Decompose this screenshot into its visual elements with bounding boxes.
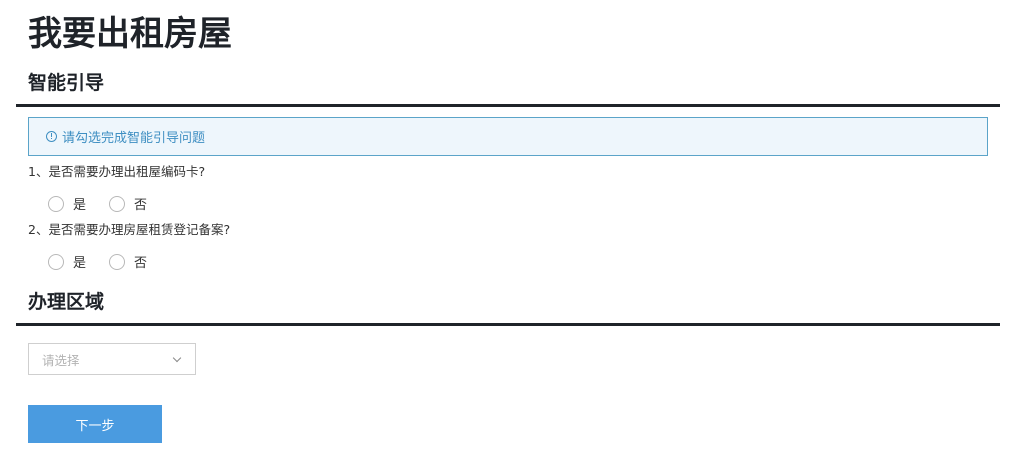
- radio-button[interactable]: [109, 253, 126, 270]
- radio-option-yes[interactable]: 是: [48, 252, 86, 271]
- region-select[interactable]: 请选择: [28, 343, 196, 375]
- radio-option-yes[interactable]: 是: [48, 194, 86, 213]
- radio-group-question-2: 是 否: [48, 252, 170, 271]
- section-title-region: 办理区域: [28, 291, 105, 313]
- info-alert: 请勾选完成智能引导问题: [28, 117, 988, 156]
- question-1: 1、是否需要办理出租屋编码卡?: [28, 164, 206, 179]
- radio-label: 否: [134, 256, 148, 271]
- radio-option-no[interactable]: 否: [109, 252, 147, 271]
- radio-option-no[interactable]: 否: [109, 194, 147, 213]
- next-step-button[interactable]: 下一步: [28, 405, 162, 443]
- info-circle-icon: [46, 131, 57, 142]
- section-divider: [16, 104, 1000, 107]
- radio-button[interactable]: [48, 253, 64, 270]
- chevron-down-icon: [172, 353, 182, 362]
- radio-label: 是: [73, 198, 87, 213]
- page-title: 我要出租房屋: [28, 14, 232, 54]
- section-title-guide: 智能引导: [28, 72, 105, 94]
- info-alert-text: 请勾选完成智能引导问题: [62, 131, 206, 146]
- radio-button[interactable]: [48, 195, 64, 212]
- region-select-placeholder: 请选择: [42, 352, 80, 368]
- radio-button[interactable]: [109, 195, 126, 212]
- section-divider: [16, 323, 1000, 326]
- radio-label: 否: [134, 198, 148, 213]
- radio-label: 是: [73, 256, 87, 271]
- question-2: 2、是否需要办理房屋租赁登记备案?: [28, 222, 231, 237]
- radio-group-question-1: 是 否: [48, 194, 170, 213]
